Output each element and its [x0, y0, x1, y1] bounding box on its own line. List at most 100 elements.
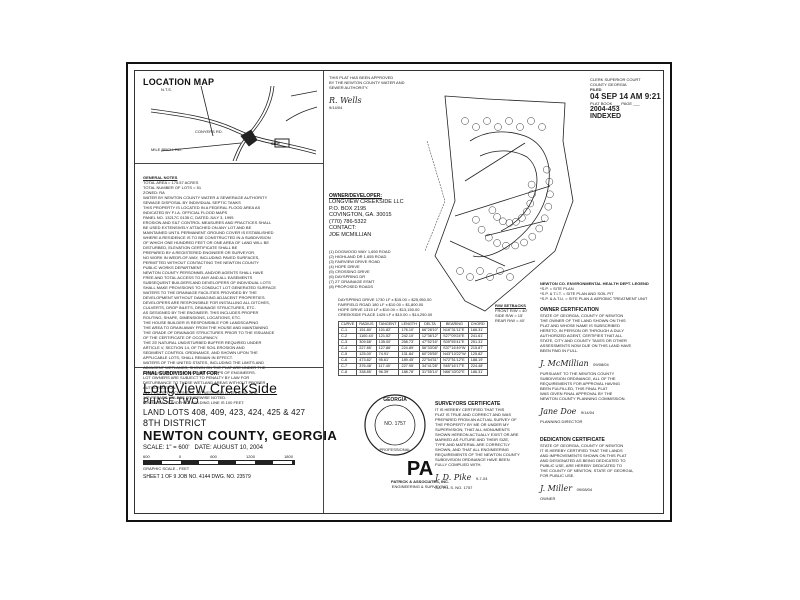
owner-cert-line: ASSESSMENTS NOW DUE ON THIS LAND HAVE — [540, 343, 632, 348]
surveyor-cert-heading: SURVEYORS CERTIFICATE — [435, 401, 501, 407]
general-note-line: SEWAGE DISPOSAL BY INDIVIDUAL SEPTIC TAN… — [143, 200, 241, 205]
lot-marker — [526, 199, 535, 208]
road-legend-line: (5) CROSSING DRIVE — [329, 269, 370, 274]
general-note-line: MINIMUM LOT WIDTH AT BUILDING LINE IS 10… — [143, 400, 245, 405]
planning-cert-line: NEWTON COUNTY PLANNING COMMISSION. — [540, 396, 626, 401]
curve-table-header-cell: CHORD — [467, 321, 488, 328]
road-legend-line: (7) 27' DRAINAGE ESMT — [329, 279, 375, 284]
land-lots-label: LAND LOTS 408, 409, 423, 424, 425 & 427 — [143, 408, 306, 417]
general-note-line: WHERE A RESIDENCE IS TO BE CONSTRUCTED I… — [143, 235, 271, 240]
general-note-line: FREE AND TOTAL ACCESS TO ANY AND ALL EAS… — [143, 275, 253, 280]
surveyor-signature: J. D. Pike — [435, 473, 472, 482]
general-note-line: TOTAL NUMBER OF LOTS = 51 — [143, 185, 202, 190]
planning-cert-line: WAS GIVEN FINAL APPROVAL BY THE — [540, 391, 613, 396]
curve-table-cell: 1100.44' — [356, 333, 377, 340]
lot-marker — [543, 165, 551, 174]
scale-date-row: SCALE: 1" = 600' DATE: AUGUST 10, 2004 — [143, 445, 343, 451]
general-note-line: PREPARED BY A REGISTERED ENGINEER OR SUR… — [143, 250, 256, 255]
lot-marker — [511, 241, 519, 250]
general-note-line: OF THE CERTIFICATE OF OCCUPANCY. — [143, 335, 219, 340]
dedication-certificate: DEDICATION CERTIFICATE STATE OF GEORGIA,… — [540, 437, 656, 501]
surveyor-signature-row: J. D. Pike 9-7-04 — [435, 467, 517, 485]
stamp-line: CLERK SUPERIOR COURT — [590, 77, 641, 82]
lot-marker — [506, 273, 514, 281]
rw-line: FRONT R/W = 40' — [495, 308, 528, 313]
health-dept-heading: NEWTON CO. ENVIRONMENTAL HEALTH DEPT. LE… — [540, 281, 649, 286]
surveyor-cert-line: SHOWN, AND THAT ALL ENGINEERING — [435, 447, 509, 452]
location-map-drawing — [150, 85, 318, 161]
lot-marker — [546, 190, 554, 199]
surveyor-cert-line: FULLY COMPLIED WITH. — [435, 462, 482, 467]
road-legend-line: (2) HIGHLAND DR 1,655 ROAD — [329, 254, 387, 259]
general-note-line: DEVELOPMENT WITHOUT DAMAGING ADJACENT PR… — [143, 295, 266, 300]
general-note-line: MAINTAINED UNTIL PERMANENT GROUND COVER … — [143, 230, 274, 235]
curve-table-cell: 56°33'08" — [418, 345, 442, 352]
general-note-line: PUBLIC WORKS DEPARTMENT — [143, 265, 202, 270]
dedication-date: 09/08/04 — [576, 487, 593, 492]
lot-marker — [493, 213, 501, 221]
general-note-line: BE USED EXTENSIVELY ATTACHED ON ANY LOT … — [143, 225, 252, 230]
general-note-line: WATERS OF THE UNITED STATES, INCLUDING T… — [143, 360, 265, 365]
health-line: *S.P. & T.I.T. = SITE PLAN AND SOIL PIT — [540, 291, 614, 296]
dedication-line: PUBLIC USE, ARE HEREBY DEDICATED TO — [540, 463, 622, 468]
dedication-heading: DEDICATION CERTIFICATE — [540, 437, 605, 443]
lot-marker — [466, 273, 474, 281]
surveyor-reg: GA. R.L.S. NO. 1757 — [435, 485, 473, 490]
general-note-line: ALL PROPERTY CORNERS, WITNESS AND OVERHE… — [143, 390, 258, 395]
county-label: NEWTON COUNTY, GEORGIA — [143, 428, 338, 443]
curve-table-cell: S37°16'49"W — [440, 345, 469, 352]
planning-cert-line: SUBDIVISION ORDINANCE, ALL OF THE — [540, 376, 616, 381]
lot-marker — [520, 238, 528, 247]
lot-marker — [512, 218, 520, 226]
curve-table-header-cell: LENGTH — [398, 321, 420, 328]
owner-line: (770) 786-5322 — [329, 218, 367, 225]
scale-tick: 1800 — [284, 454, 293, 459]
owner-line: COVINGTON, GA. 30015 — [329, 212, 392, 218]
general-note-line: ARTICLE V, SECTION 14, OF THE SOIL EROSI… — [143, 345, 245, 350]
planning-cert-line: REQUIREMENTS FOR APPROVAL HAVING — [540, 381, 620, 386]
surveyor-cert-line: IT IS HEREBY CERTIFIED THAT THIS — [435, 407, 505, 412]
owner-cert-line: HERETO, IN PERSON OR THROUGH A DULY — [540, 328, 625, 333]
road-legend-line: (3) FAIRVIEW DRIVE ROAD — [329, 259, 381, 264]
owner-cert-line: PLAT AND WHOSE NAME IS SUBSCRIBED — [540, 323, 620, 328]
approval-line: THIS PLAT HAS BEEN APPROVED — [329, 75, 394, 80]
curve-table-header-cell: TANGENT — [375, 321, 400, 328]
general-note-line: DISTURBED, ELEVATION CERTIFICATE SHALL B… — [143, 245, 238, 250]
dedication-line: AND DESIGNATED AS BEING DEDICATED TO — [540, 458, 626, 463]
lot-marker — [505, 117, 513, 125]
surveyor-cert-line: SUBDIVISION ORDINANCE HAVE BEEN — [435, 457, 510, 462]
district-label: 8TH DISTRICT — [143, 418, 207, 428]
lot-marker — [527, 117, 535, 125]
firm-block: PA PATRICK & ASSOCIATES, INC. ENGINEERIN… — [390, 459, 450, 489]
scale-tick: 1200 — [246, 454, 255, 459]
lot-marker — [505, 219, 514, 227]
health-line: *S.P. = SITE PLAN — [540, 286, 574, 291]
planning-label: PLANNING DIRECTOR — [540, 419, 583, 424]
dedication-line: THE COUNTY OF NEWTON, STATE OF GEORGIA, — [540, 468, 634, 473]
owner-cert-line: AUTHORIZED AGENT, CERTIFIES THAT ALL — [540, 333, 623, 338]
general-note-line: ROUTING, SHAPE, DIMENSIONS, LOCATIONS, E… — [143, 315, 242, 320]
stamp-indexed: INDEXED — [590, 113, 622, 120]
general-note-line: OF WHICH ONE HUNDRED FEET OR ONE AREA OF… — [143, 240, 270, 245]
curve-table-cell: N72°51'12"E — [440, 357, 469, 364]
owner-developer-heading: OWNER/DEVELOPER: — [329, 193, 383, 199]
dedication-line: AND IMPROVEMENTS SHOWN ON THIS PLAT — [540, 453, 627, 458]
lot-marker — [461, 117, 469, 125]
curve-table-cell: 47°52'16" — [418, 339, 442, 346]
date-label: DATE: AUGUST 10, 2004 — [194, 445, 263, 451]
seal-number: NO. 1757 — [384, 421, 406, 427]
stamp-time: 04 SEP 14 AM 9:21 — [590, 92, 661, 101]
curve-table-cell: C-8 — [337, 369, 358, 376]
lot-marker — [472, 123, 480, 131]
general-note-line: INDICATED BY F.I.A. OFFICIAL FLOOD MAPS — [143, 210, 228, 215]
curve-table-header-cell: RADIUS — [356, 321, 377, 328]
approval-date: 9/14/04 — [329, 105, 343, 110]
subdivision-plat-drawing — [425, 95, 574, 312]
curve-table-cell: 31°55'14" — [418, 369, 442, 376]
seal-circle — [364, 394, 426, 456]
rw-line: REAR R/W = 40' — [495, 318, 525, 323]
general-notes-heading: GENERAL NOTES — [143, 175, 178, 180]
